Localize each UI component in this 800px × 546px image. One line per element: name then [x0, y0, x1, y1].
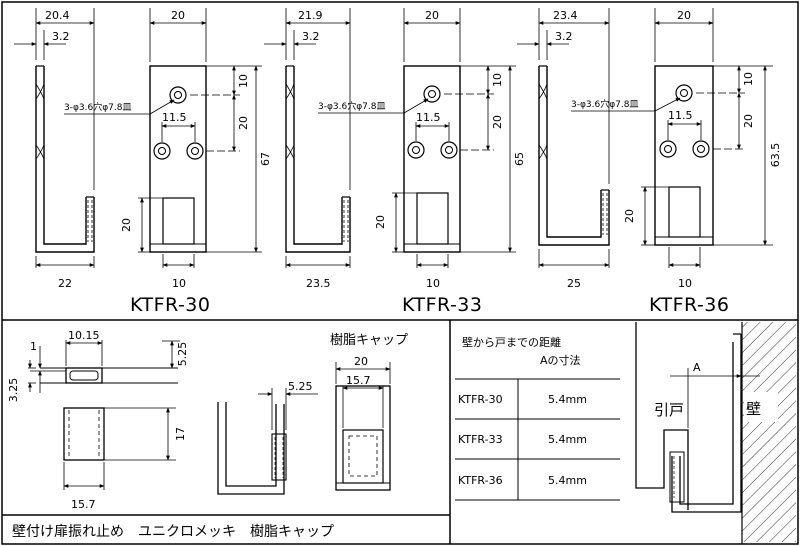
dim-total-height: 65 — [513, 152, 526, 166]
plate-outline — [654, 65, 714, 246]
table-cell-model: KTFR-33 — [458, 433, 503, 446]
table-header-line1: 壁から戸までの距離 — [462, 335, 561, 349]
hook-slot — [416, 192, 449, 245]
dim-bottom-width: 22 — [58, 277, 72, 290]
hole-icon — [186, 142, 204, 160]
resin-cap-drawing: 樹脂キャップ 10.15 5.25 1 3.25 17 15.7 — [7, 329, 408, 540]
dim-plate-width: 20 — [425, 9, 439, 22]
dim-cap-mount-525: 5.25 — [288, 380, 313, 393]
dim-top-width: 23.4 — [553, 9, 578, 22]
hole-icon — [659, 140, 677, 158]
distance-table: 壁から戸までの距離 Aの寸法 KTFR-30 5.4mm KTFR-33 5.4… — [455, 335, 620, 501]
dim-hook-width: 10 — [426, 277, 440, 290]
dim-total-height: 67 — [259, 152, 272, 166]
dim-hook-width: 10 — [172, 277, 186, 290]
wall-hatch — [742, 322, 796, 542]
dim-hole-spacing: 11.5 — [668, 109, 693, 122]
table-row: KTFR-33 5.4mm — [458, 433, 587, 446]
model-drawing-ktfr-33: 21.9 3.2 23.5 20 3-φ3.6穴φ7.8皿 11.5 — [264, 8, 526, 316]
dim-hole-spacing: 11.5 — [162, 111, 187, 124]
dim-bottom-width: 23.5 — [306, 277, 331, 290]
plate-outline — [149, 65, 207, 253]
dim-mid: 20 — [237, 116, 250, 130]
dim-thickness: 3.2 — [555, 30, 573, 43]
hole-icon — [169, 86, 187, 104]
hook-outline — [285, 66, 351, 253]
door-label: 引戸 — [654, 401, 684, 419]
table-row: KTFR-36 5.4mm — [458, 474, 587, 487]
hole-icon — [407, 141, 425, 159]
table-cell-value: 5.4mm — [548, 393, 587, 406]
cap-title: 樹脂キャップ — [330, 333, 408, 348]
dim-hook-height: 20 — [374, 215, 387, 229]
dim-top-width: 20.4 — [45, 9, 70, 22]
hook-outline — [538, 66, 610, 246]
installed-hook — [679, 342, 734, 505]
product-caption: 壁付け扉振れ止め ユニクロメッキ 樹脂キャップ — [12, 524, 334, 540]
dim-thickness: 3.2 — [52, 30, 70, 43]
model-drawing-ktfr-36: 23.4 3.2 25 20 3-φ3.6穴φ7.8皿 11.5 10 — [517, 8, 782, 316]
dim-hole-spacing: 11.5 — [416, 111, 441, 124]
dim-cap-width-top: 10.15 — [68, 329, 100, 342]
model-name: KTFR-36 — [649, 294, 729, 316]
dim-cap-width-bottom: 15.7 — [71, 498, 96, 511]
dim-top: 10 — [237, 74, 250, 88]
model-name: KTFR-30 — [130, 294, 210, 316]
dim-hook-height: 20 — [120, 218, 133, 232]
dim-mid: 20 — [491, 115, 504, 129]
hole-icon — [692, 140, 710, 158]
table-header-line2: Aの寸法 — [540, 353, 581, 367]
table-cell-model: KTFR-36 — [458, 474, 503, 487]
cap-mounted-hook — [217, 402, 285, 495]
plate-outline — [403, 65, 461, 253]
hole-note: 3-φ3.6穴φ7.8皿 — [318, 100, 385, 112]
dim-plate-width: 20 — [677, 9, 691, 22]
cap-side-view — [63, 407, 105, 461]
dim-hook-height: 20 — [623, 209, 636, 223]
table-row: KTFR-30 5.4mm — [458, 393, 587, 406]
dim-top: 10 — [491, 73, 504, 87]
dim-top-width: 21.9 — [298, 9, 323, 22]
hook-slot — [162, 197, 195, 245]
dim-hook-width: 10 — [678, 277, 692, 290]
dim-cap-front-157: 15.7 — [346, 374, 371, 387]
model-name: KTFR-33 — [402, 294, 482, 316]
dim-cap-side-525: 5.25 — [176, 342, 189, 367]
hole-note: 3-φ3.6穴φ7.8皿 — [571, 98, 638, 110]
sliding-door-outline — [635, 322, 689, 510]
dim-cap-front-20: 20 — [354, 355, 368, 368]
model-drawing-ktfr-30: 20.4 3.2 22 20 3-φ3.6穴φ7.8皿 11.5 — [14, 8, 272, 316]
dim-top: 10 — [742, 72, 755, 86]
dim-total-height: 63.5 — [769, 143, 782, 168]
dim-plate-width: 20 — [171, 9, 185, 22]
dim-a-label: A — [693, 361, 701, 374]
cap-top-view — [65, 367, 103, 384]
dim-cap-side-325: 3.25 — [7, 378, 20, 403]
dim-bottom-width: 25 — [567, 277, 581, 290]
hole-icon — [423, 85, 441, 103]
wall-label: 壁 — [746, 400, 761, 418]
table-cell-model: KTFR-30 — [458, 393, 503, 406]
hole-icon — [153, 142, 171, 160]
dim-cap-side-1: 1 — [30, 340, 37, 353]
cap-front-view — [335, 385, 391, 491]
table-cell-value: 5.4mm — [548, 474, 587, 487]
dim-thickness: 3.2 — [302, 30, 320, 43]
hook-slot — [668, 186, 701, 238]
hole-icon — [675, 84, 693, 102]
hole-icon — [440, 141, 458, 159]
hole-note: 3-φ3.6穴φ7.8皿 — [64, 101, 131, 113]
dim-mid: 20 — [742, 114, 755, 128]
table-cell-value: 5.4mm — [548, 433, 587, 446]
dim-cap-height: 17 — [174, 427, 187, 441]
installation-section: 壁 引戸 A — [635, 322, 796, 544]
